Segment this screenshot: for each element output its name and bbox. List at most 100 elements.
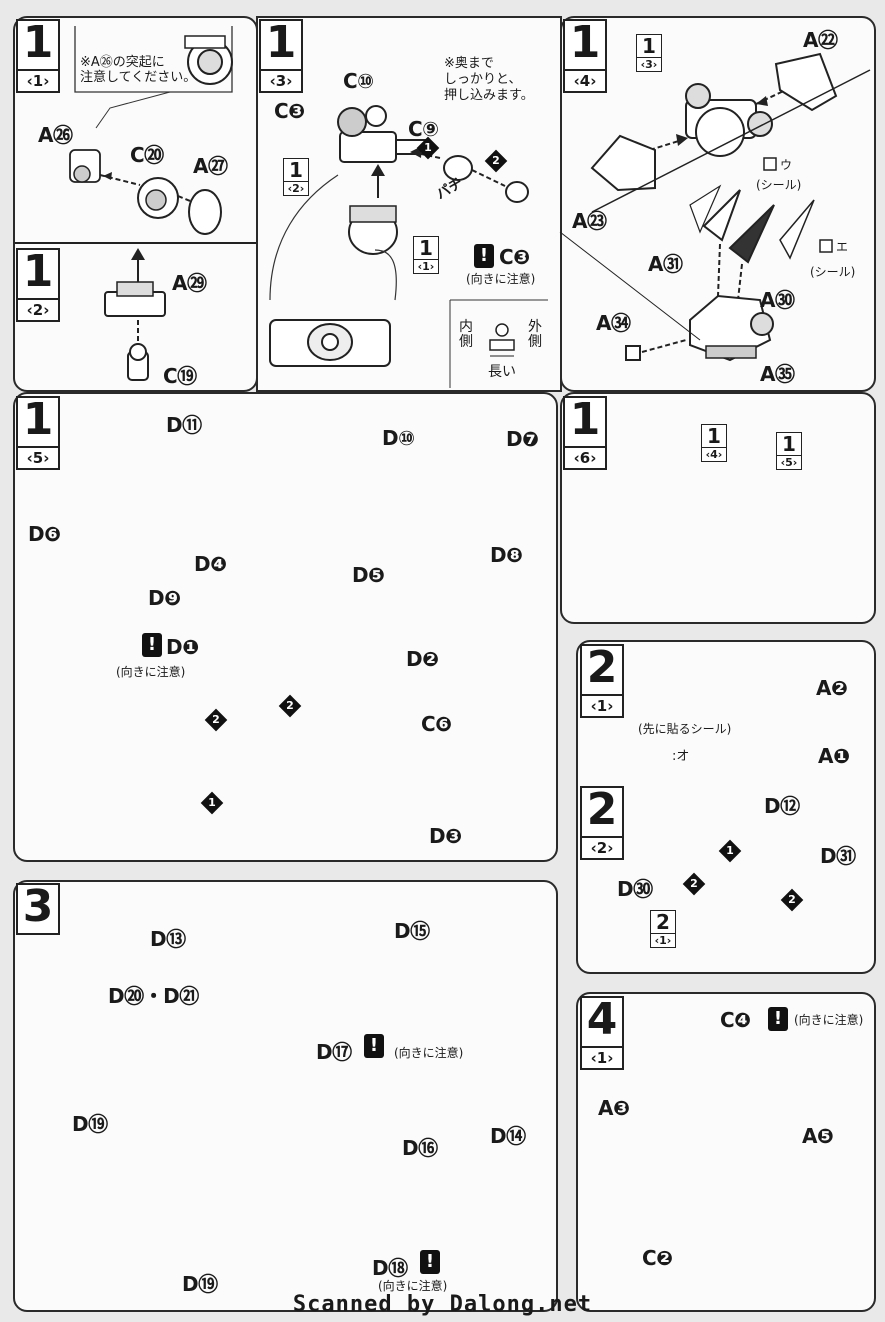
step-2-2-header: 2 ‹2› — [580, 786, 624, 860]
step-number: 1 — [16, 396, 60, 448]
step-sub: ‹3› — [259, 71, 303, 93]
label-d8: D❽ — [490, 543, 523, 567]
label-a26: A㉖ — [38, 123, 73, 147]
panel-step2 — [576, 640, 876, 974]
step-1-2-header: 1 ‹2› — [16, 248, 60, 322]
label-d19-bottom: D⑲ — [182, 1272, 218, 1296]
panel-step4 — [576, 992, 876, 1312]
step-sub: ‹1› — [580, 696, 624, 718]
label-d16: D⑯ — [402, 1136, 438, 1160]
step-sub: ‹4› — [563, 71, 607, 93]
label-d14: D⑭ — [490, 1124, 526, 1148]
seal-o: :オ — [672, 749, 690, 764]
label-c20: C⑳ — [130, 143, 164, 167]
label-c3-top: C❸ — [274, 99, 305, 123]
label-a34: A㉞ — [596, 311, 631, 335]
order-marker-1: 1 — [200, 791, 224, 815]
label-a30: A㉚ — [760, 288, 795, 312]
label-a22: A㉒ — [803, 28, 838, 52]
step-sub: ‹1› — [16, 71, 60, 93]
label-d11: D⑪ — [166, 413, 202, 437]
step-sub: ‹6› — [563, 448, 607, 470]
warning-icon: ! — [142, 633, 162, 657]
orientation-note-2: (向きに注意) — [378, 1279, 448, 1293]
label-a3: A❸ — [598, 1096, 630, 1120]
order-marker-2a: 2 — [682, 872, 706, 896]
seal-label-2: (シール) — [810, 265, 856, 279]
step-1-1-header: 1 ‹1› — [16, 19, 60, 93]
label-d10: D⑩ — [382, 426, 415, 450]
note-a26: ※A㉖の突起に 注意してください。 — [80, 55, 197, 85]
step-number: 1 — [259, 19, 303, 71]
panel-step1-5 — [13, 392, 558, 862]
order-marker-2b: 2 — [278, 694, 302, 718]
label-d12: D⑫ — [764, 794, 800, 818]
label-c10: C⑩ — [343, 69, 374, 93]
label-d1: D❶ — [166, 635, 199, 659]
seal-label-1: (シール) — [756, 178, 802, 192]
label-d31: D㉛ — [820, 844, 856, 868]
seal-u: ウ — [780, 158, 793, 172]
label-c6: C❻ — [421, 712, 452, 736]
step-sub: ‹2› — [580, 838, 624, 860]
warning-icon: ! — [364, 1034, 384, 1058]
label-d9: D❾ — [148, 586, 181, 610]
step-1-3-header: 1 ‹3› — [259, 19, 303, 93]
ref-step-1-2: 1‹2› — [283, 158, 309, 196]
step-1-6-header: 1 ‹6› — [563, 396, 607, 470]
ref-step-1-1: 1‹1› — [413, 236, 439, 274]
ref-step-1-4: 1‹4› — [701, 424, 727, 462]
label-d17: D⑰ — [316, 1040, 352, 1064]
step-number: 1 — [16, 19, 60, 71]
label-a27: A㉗ — [193, 154, 228, 178]
step-number: 1 — [16, 248, 60, 300]
label-d30: D㉚ — [617, 877, 653, 901]
step-number: 3 — [16, 883, 60, 935]
step-1-4-header: 1 ‹4› — [563, 19, 607, 93]
order-marker-1: 1 — [718, 839, 742, 863]
panel-step3 — [13, 880, 558, 1312]
label-a29: A㉙ — [172, 271, 207, 295]
step-number: 4 — [580, 996, 624, 1048]
label-d15: D⑮ — [394, 919, 430, 943]
label-d7: D❼ — [506, 427, 539, 451]
step-4-1-header: 4 ‹1› — [580, 996, 624, 1070]
label-a35: A㉟ — [760, 362, 795, 386]
step-1-5-header: 1 ‹5› — [16, 396, 60, 470]
label-c2: C❷ — [642, 1246, 673, 1270]
step-3-header: 3 — [16, 883, 60, 935]
label-c4: C❹ — [720, 1008, 751, 1032]
label-c19: C⑲ — [163, 364, 197, 388]
label-d18: D⑱ — [372, 1256, 408, 1280]
warning-icon-2: ! — [420, 1250, 440, 1274]
label-a2: A❷ — [816, 676, 848, 700]
ref-step-2-1: 2‹1› — [650, 910, 676, 948]
ref-step-1-5: 1‹5› — [776, 432, 802, 470]
orientation-note: (向きに注意) — [794, 1013, 864, 1027]
step-sub: ‹5› — [16, 448, 60, 470]
step-number: 2 — [580, 786, 624, 838]
label-d19-top: D⑲ — [72, 1112, 108, 1136]
step-sub: ‹1› — [580, 1048, 624, 1070]
order-marker-1: 1 — [416, 136, 440, 160]
scan-credit: Scanned by Dalong.net — [292, 1292, 593, 1317]
label-a1: A❶ — [818, 744, 850, 768]
orientation-note: (向きに注意) — [116, 665, 186, 679]
step-number: 2 — [580, 644, 624, 696]
label-d3: D❸ — [429, 824, 462, 848]
inside-label: 内側 — [459, 319, 473, 350]
label-d4: D❹ — [194, 552, 227, 576]
label-d2: D❷ — [406, 647, 439, 671]
seal-e: エ — [836, 240, 849, 254]
label-c9: C⑨ — [408, 117, 439, 141]
label-d6: D❻ — [28, 522, 61, 546]
order-marker-2b: 2 — [780, 888, 804, 912]
order-marker-2a: 2 — [204, 708, 228, 732]
label-d20-d21: D⑳・D㉑ — [108, 984, 199, 1008]
outside-label: 外側 — [528, 319, 542, 350]
label-c3-bottom: C❸ — [499, 245, 530, 269]
orientation-note: (向きに注意) — [466, 272, 536, 286]
note-push-in: ※奥までしっかりと、押し込みます。 — [444, 56, 534, 103]
label-a23: A㉓ — [572, 209, 607, 233]
ref-step-1-3: 1‹3› — [636, 34, 662, 72]
